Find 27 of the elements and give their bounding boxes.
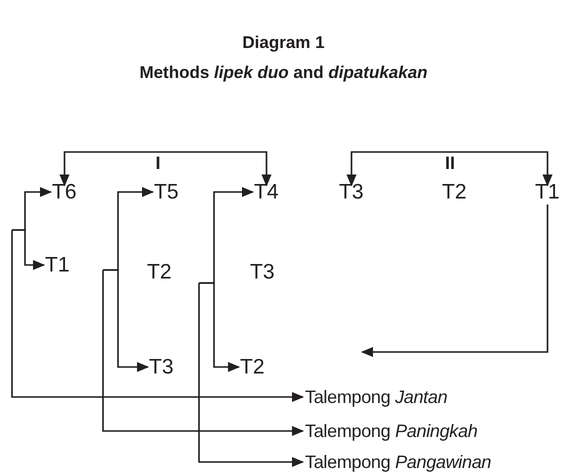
- tone-label: T3: [250, 262, 275, 282]
- arrow: [11, 230, 304, 402]
- arrow: [199, 282, 240, 372]
- instrument-label: Talempong Pangawinan: [305, 453, 492, 471]
- tone-label: T5: [154, 182, 179, 202]
- arrow: [346, 151, 552, 186]
- instrument-label: Talempong Paningkah: [305, 422, 478, 440]
- tone-label: T4: [254, 182, 279, 202]
- arrow: [198, 283, 304, 467]
- diagram-subtitle: Methods lipek duo and dipatukakan: [138, 63, 429, 83]
- tone-label: T1: [535, 182, 560, 202]
- tone-label: T1: [45, 254, 70, 276]
- edge-label: I: [154, 154, 162, 172]
- tone-label: T2: [147, 262, 172, 282]
- arrow: [60, 151, 272, 186]
- tone-label: T3: [149, 356, 174, 378]
- tone-label: T6: [52, 182, 77, 202]
- tone-label: T2: [442, 182, 467, 202]
- diagram-title: Diagram 1: [241, 33, 326, 53]
- tone-label: T3: [339, 182, 364, 202]
- arrow: [103, 269, 149, 372]
- arrow: [361, 204, 548, 357]
- tone-label: T2: [240, 356, 265, 378]
- arrow: [12, 229, 45, 270]
- edge-label: II: [443, 154, 457, 172]
- instrument-label: Talempong Jantan: [305, 388, 448, 406]
- arrow: [102, 270, 304, 436]
